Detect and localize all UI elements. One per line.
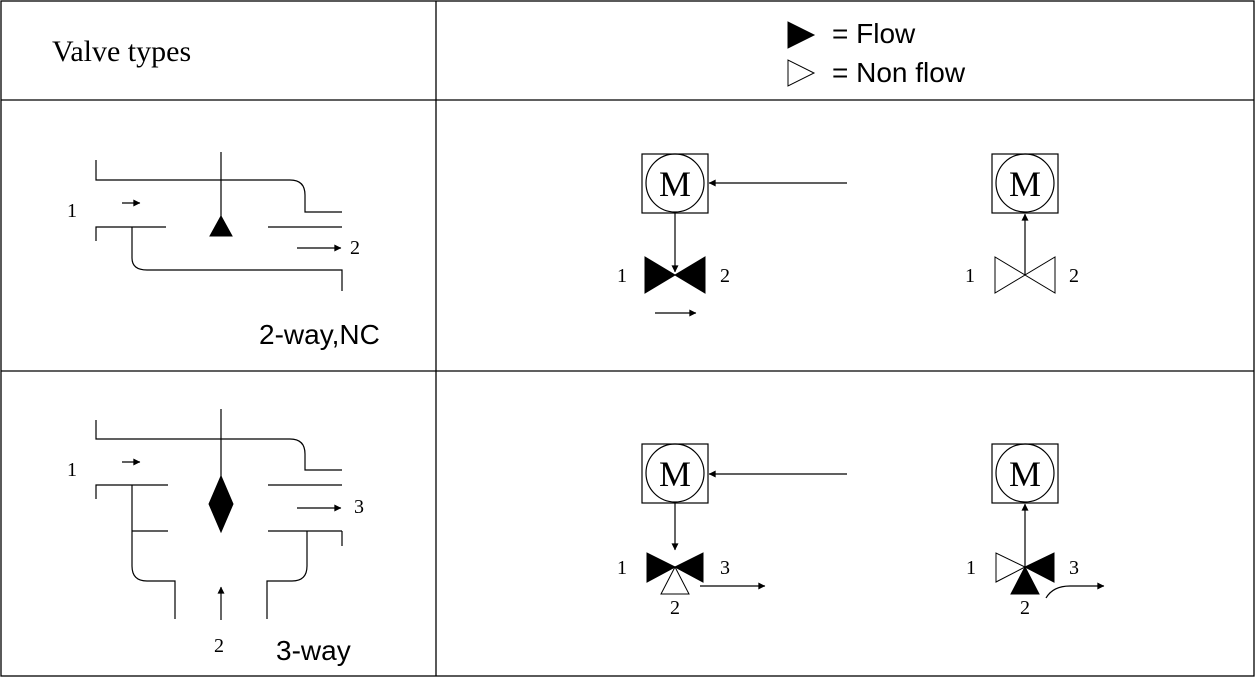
valve-right-flow-icon [1023, 552, 1055, 583]
three-way-caption: 3-way [276, 635, 351, 666]
motor-label: M [1009, 164, 1041, 204]
port-label-1: 1 [67, 200, 77, 222]
port-label-3: 3 [354, 496, 364, 518]
port-label-2: 2 [1069, 265, 1079, 287]
port-label-1: 1 [966, 557, 976, 579]
flow-direction-arrow [1045, 582, 1105, 599]
motor-label: M [1009, 454, 1041, 494]
port-label-1: 1 [965, 265, 975, 287]
port-label-1: 1 [617, 557, 627, 579]
valve-bottom-flow-icon [1010, 565, 1040, 595]
three-way-right-symbol: M 1 3 2 [966, 443, 1105, 619]
valve-right-non-flow-icon [1024, 256, 1056, 294]
plug-triangle-icon [209, 214, 233, 237]
valve-right-flow-icon [674, 256, 706, 294]
port-label-1: 1 [617, 265, 627, 287]
port-label-2: 2 [1020, 597, 1030, 619]
port-label-1: 1 [67, 459, 77, 481]
two-way-open-symbol: M 1 2 [617, 153, 847, 317]
motor-label: M [659, 164, 691, 204]
valve-left-flow-icon [644, 256, 676, 294]
port-label-3: 3 [1069, 557, 1079, 579]
valve-left-non-flow-icon [994, 256, 1026, 294]
two-way-section-view: 1 2 [67, 152, 360, 291]
non-flow-triangle-icon [787, 59, 816, 87]
port-label-2: 2 [214, 635, 224, 657]
port-label-2: 2 [720, 265, 730, 287]
motor-label: M [659, 454, 691, 494]
three-way-left-symbol: M 1 3 2 [617, 443, 847, 619]
port-label-3: 3 [720, 557, 730, 579]
three-way-section-view: 1 3 2 [67, 409, 364, 657]
valve-bottom-non-flow-icon [660, 565, 690, 595]
valve-left-flow-icon [646, 552, 677, 583]
legend-non-flow-label: = Non flow [832, 57, 966, 88]
legend: = Flow = Non flow [787, 18, 966, 88]
valve-right-flow-icon [673, 552, 704, 583]
legend-flow-label: = Flow [832, 18, 916, 49]
two-way-caption: 2-way,NC [259, 319, 380, 350]
valve-left-non-flow-icon [995, 552, 1027, 583]
port-label-2: 2 [350, 237, 360, 259]
table-title: Valve types [52, 35, 191, 68]
port-label-2: 2 [670, 597, 680, 619]
flow-triangle-icon [787, 21, 816, 49]
plug-diamond-icon [208, 474, 234, 534]
two-way-closed-symbol: M 1 2 [965, 153, 1079, 294]
